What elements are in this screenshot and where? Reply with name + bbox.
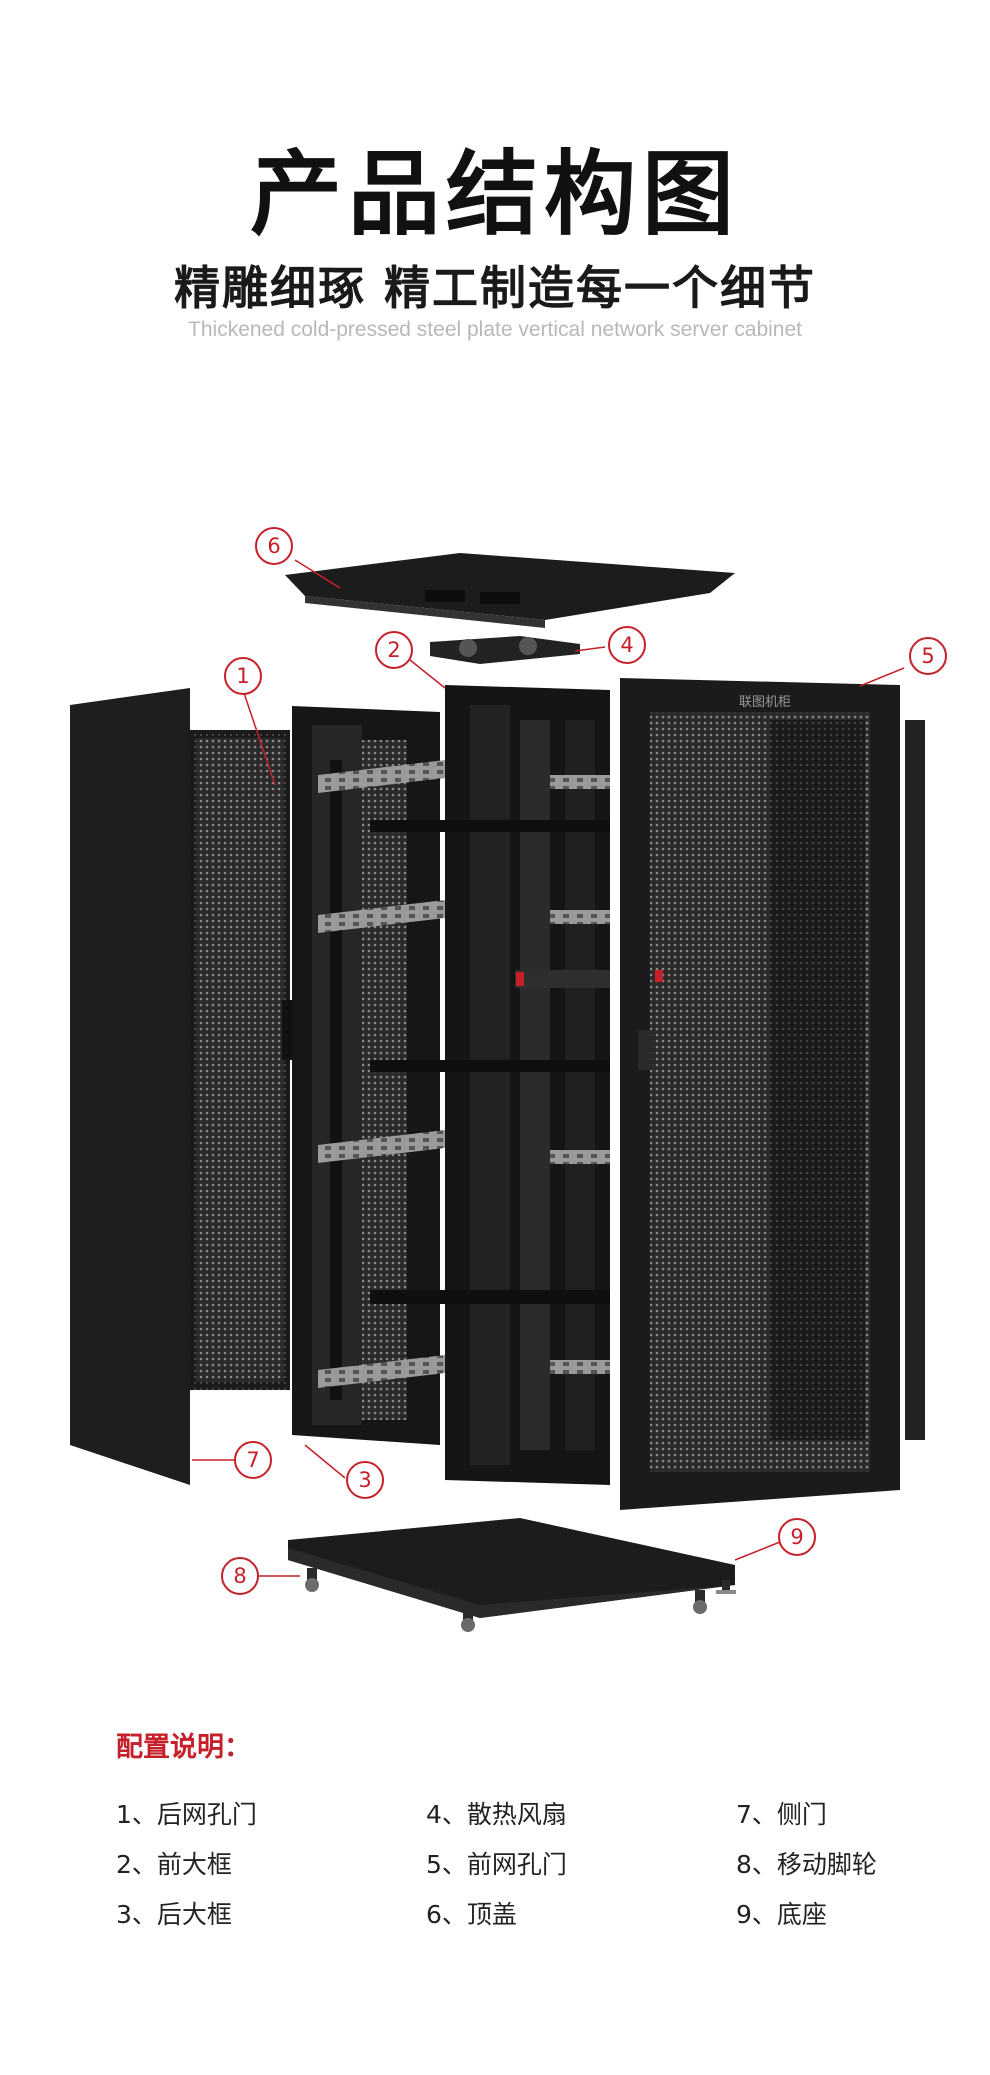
- svg-text:7: 7: [246, 1448, 259, 1472]
- svg-text:8: 8: [233, 1564, 246, 1588]
- caster-wheel: [305, 1568, 736, 1632]
- callout-3: 3: [346, 1461, 384, 1499]
- svg-text:6: 6: [267, 534, 280, 558]
- svg-text:4: 4: [620, 633, 633, 657]
- config-list: 1、后网孔门 4、散热风扇 7、侧门 2、前大框 5、前网孔门 8、移动脚轮 3…: [116, 1798, 916, 1932]
- callout-4: 4: [608, 626, 646, 664]
- top-cover: [285, 553, 735, 628]
- side-door: [70, 688, 292, 1485]
- page-title: 产品结构图: [249, 141, 740, 248]
- svg-text:9: 9: [790, 1525, 803, 1549]
- page-subtitle: 精雕细琢 精工制造每一个细节: [173, 261, 816, 315]
- svg-text:1: 1: [236, 664, 249, 688]
- callout-7: 7: [234, 1441, 272, 1479]
- cabinet-exploded-diagram: 联图机柜 6 1 2 4 5 7 3 8 9: [70, 527, 947, 1632]
- config-item-7: 7、侧门: [736, 1800, 827, 1829]
- config-item-5: 5、前网孔门: [426, 1850, 567, 1879]
- callout-9: 9: [778, 1518, 816, 1556]
- callout-5: 5: [909, 637, 947, 675]
- config-title: 配置说明：: [116, 1732, 251, 1763]
- config-item-1: 1、后网孔门: [116, 1800, 257, 1829]
- brand-plate: 联图机柜: [739, 695, 791, 710]
- callouts: [192, 559, 905, 1577]
- front-frame: [370, 685, 610, 1485]
- config-item-8: 8、移动脚轮: [736, 1850, 877, 1879]
- config-item-2: 2、前大框: [116, 1850, 232, 1879]
- svg-text:5: 5: [921, 644, 934, 668]
- callout-markers: 6 1 2 4 5 7 3 8 9: [221, 527, 947, 1595]
- config-item-9: 9、底座: [736, 1900, 827, 1929]
- front-mesh-door: 联图机柜: [620, 678, 925, 1510]
- svg-text:3: 3: [358, 1468, 371, 1492]
- config-item-4: 4、散热风扇: [426, 1800, 567, 1829]
- rear-frame: [292, 706, 445, 1445]
- cabinet-base: [288, 1518, 736, 1632]
- config-item-3: 3、后大框: [116, 1900, 232, 1929]
- callout-8: 8: [221, 1557, 259, 1595]
- callout-2: 2: [375, 631, 413, 669]
- svg-text:2: 2: [387, 638, 400, 662]
- config-item-6: 6、顶盖: [426, 1900, 517, 1929]
- fan-tray: [430, 636, 580, 664]
- callout-1: 1: [224, 657, 262, 695]
- callout-6: 6: [255, 527, 293, 565]
- english-caption: Thickened cold-pressed steel plate verti…: [188, 318, 802, 341]
